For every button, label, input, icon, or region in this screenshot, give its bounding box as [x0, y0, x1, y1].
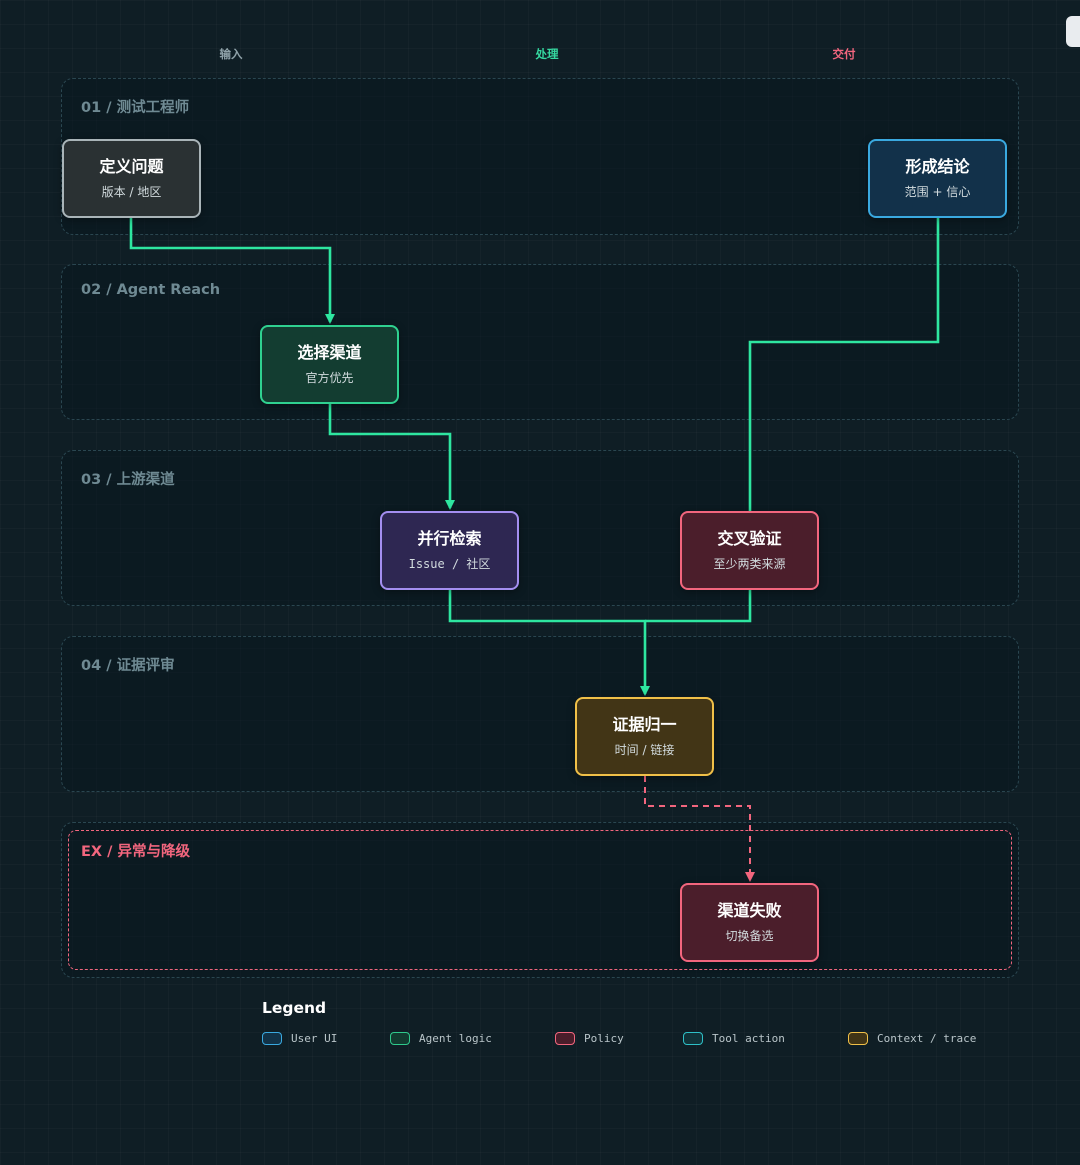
- legend-item-user-ui: User UI: [262, 1032, 337, 1045]
- legend-swatch: [555, 1032, 575, 1045]
- corner-widget[interactable]: [1066, 16, 1080, 47]
- column-header-input: 输入: [219, 47, 243, 61]
- node-subtitle: 官方优先: [305, 371, 354, 385]
- legend-item-context-trace: Context / trace: [848, 1032, 976, 1045]
- lane-test-engineer: [61, 78, 1019, 235]
- edge-search-to-normalize: [448, 590, 650, 696]
- node-subtitle: 切换备选: [725, 929, 774, 943]
- lane-label-upstream-channels: 03 / 上游渠道: [81, 472, 175, 488]
- node-subtitle: 范围 + 信心: [904, 185, 971, 199]
- lane-label-test-engineer: 01 / 测试工程师: [81, 100, 190, 116]
- edge-verify-to-conclusion: [748, 218, 940, 512]
- lane-upstream-channels: [61, 450, 1019, 606]
- edge-define-to-select: [129, 218, 335, 324]
- legend-item-policy: Policy: [555, 1032, 624, 1045]
- node-channel-failure[interactable]: 渠道失败 切换备选: [680, 883, 819, 962]
- lane-label-agent-reach: 02 / Agent Reach: [81, 282, 221, 298]
- node-subtitle: Issue / 社区: [408, 557, 491, 571]
- node-subtitle: 时间 / 链接: [614, 743, 675, 757]
- node-subtitle: 至少两类来源: [713, 557, 786, 571]
- node-title: 渠道失败: [717, 901, 782, 920]
- node-title: 并行检索: [417, 529, 482, 548]
- node-title: 交叉验证: [717, 529, 782, 548]
- legend-label: Tool action: [712, 1032, 785, 1045]
- lane-label-evidence-review: 04 / 证据评审: [81, 658, 175, 674]
- legend-label: Policy: [584, 1032, 624, 1045]
- legend-swatch: [262, 1032, 282, 1045]
- column-header-deliver: 交付: [832, 47, 856, 61]
- lane-evidence-review: [61, 636, 1019, 792]
- edge-select-to-search: [328, 404, 455, 510]
- node-select-channel[interactable]: 选择渠道 官方优先: [260, 325, 399, 404]
- legend-swatch: [848, 1032, 868, 1045]
- node-subtitle: 版本 / 地区: [101, 185, 162, 199]
- legend-swatch: [683, 1032, 703, 1045]
- node-title: 形成结论: [905, 157, 970, 176]
- lane-exception: [61, 822, 1019, 978]
- node-title: 证据归一: [612, 715, 677, 734]
- legend-item-agent-logic: Agent logic: [390, 1032, 492, 1045]
- column-header-process: 处理: [535, 47, 559, 61]
- node-title: 定义问题: [99, 157, 164, 176]
- node-form-conclusion[interactable]: 形成结论 范围 + 信心: [868, 139, 1007, 218]
- node-parallel-search[interactable]: 并行检索 Issue / 社区: [380, 511, 519, 590]
- legend-swatch: [390, 1032, 410, 1045]
- node-cross-verify[interactable]: 交叉验证 至少两类来源: [680, 511, 819, 590]
- lane-label-exception: EX / 异常与降级: [81, 844, 190, 860]
- legend-label: Agent logic: [419, 1032, 492, 1045]
- legend-item-tool-action: Tool action: [683, 1032, 785, 1045]
- exception-zone-border: [68, 830, 1012, 970]
- edge-verify-to-normalize: [645, 590, 752, 623]
- node-define-problem[interactable]: 定义问题 版本 / 地区: [62, 139, 201, 218]
- edge-normalize-to-failure: [644, 776, 755, 882]
- node-evidence-normalize[interactable]: 证据归一 时间 / 链接: [575, 697, 714, 776]
- legend-label: User UI: [291, 1032, 338, 1045]
- legend-label: Context / trace: [877, 1032, 977, 1045]
- node-title: 选择渠道: [297, 343, 362, 362]
- legend-title: Legend: [262, 999, 327, 1017]
